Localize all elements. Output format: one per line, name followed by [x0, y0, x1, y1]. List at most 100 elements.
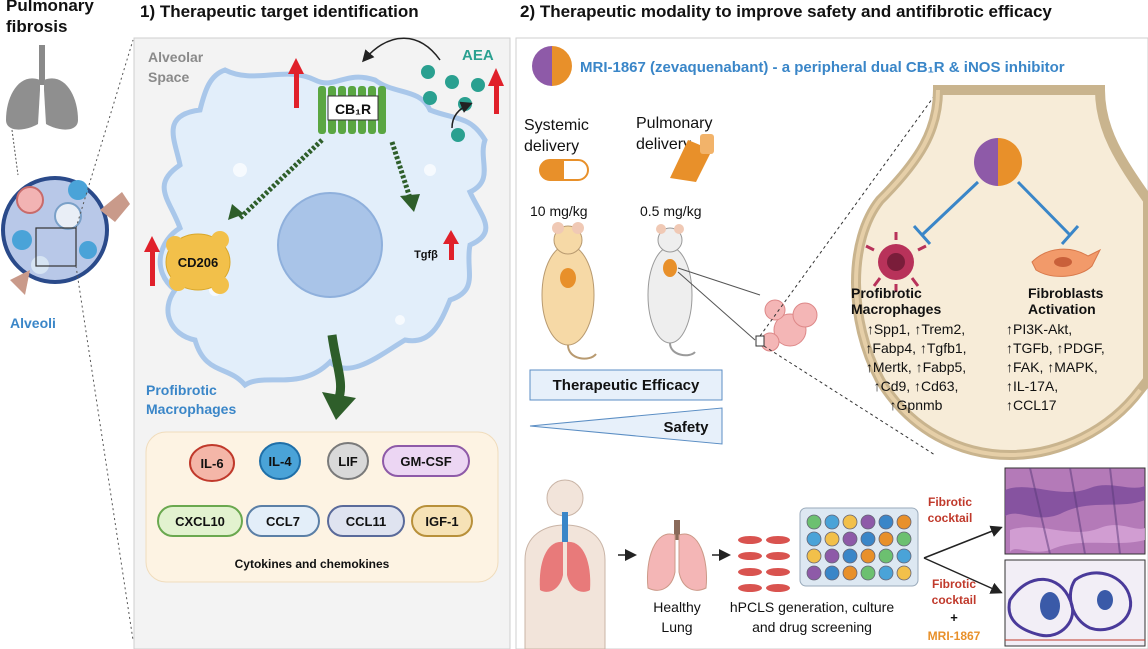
- cytokine-il-4: IL-4: [259, 442, 301, 480]
- cytokine-label: CCL7: [266, 514, 300, 529]
- drug-short-label: MRI-1867: [928, 629, 981, 643]
- up-arrow-aea: [488, 68, 504, 114]
- gene-line: ↑Mertk, ↑Fabp5,: [866, 359, 966, 375]
- mouse-pulmonary-icon: [647, 224, 696, 357]
- panel1-header: 1) Therapeutic target identification: [140, 2, 419, 21]
- arrow-to-treated: [923, 557, 1003, 594]
- aea-label: AEA: [462, 47, 494, 64]
- plate-well: [860, 531, 876, 547]
- gene-line: ↑FAK, ↑MAPK,: [1006, 359, 1098, 375]
- tissue-slice: [738, 536, 762, 544]
- arrow-to-fibrotic: [923, 525, 1003, 559]
- plate-well: [896, 514, 912, 530]
- alveolar-space-label-2: Space: [148, 69, 189, 85]
- efficacy-label: Therapeutic Efficacy: [553, 377, 700, 394]
- plate-well: [860, 565, 876, 581]
- zoom-line-1: [677, 267, 761, 296]
- aea-release-arrow: [451, 101, 473, 129]
- safety-wedge: [529, 407, 723, 445]
- tissue-slice: [766, 584, 790, 592]
- cytokine-badges: IL-6 IL-4 LIF GM-CSF CXCL10 CCL7 CCL11 IGF-1: [157, 442, 473, 537]
- up-arrow-receptor: [288, 58, 304, 108]
- tissue-slice: [738, 568, 762, 576]
- dose-pulmonary: 0.5 mg/kg: [640, 203, 701, 219]
- zoom-line-2: [677, 271, 756, 341]
- cytokine-igf-1: IGF-1: [411, 505, 473, 537]
- tissue-slice: [766, 536, 790, 544]
- plate-well: [860, 514, 876, 530]
- plate-well: [878, 565, 894, 581]
- drug-icon-alveolus: [974, 138, 1022, 186]
- cytokine-label: IL-6: [200, 456, 223, 471]
- gene-line: ↑TGFb, ↑PDGF,: [1006, 340, 1105, 356]
- cytokines-title: Cytokines and chemokines: [235, 557, 390, 571]
- dose-systemic: 10 mg/kg: [530, 203, 588, 219]
- tissue-slices-icon: [738, 536, 790, 592]
- plate-well: [806, 565, 822, 581]
- macrophage-label-2: Macrophages: [146, 401, 236, 417]
- plus-sign: +: [950, 610, 958, 625]
- fibro-title-2: Activation: [1028, 301, 1096, 317]
- cytokine-lif: LIF: [327, 442, 369, 480]
- pulmonary-label-2: delivery: [636, 136, 691, 153]
- macrophage-label: Profibrotic: [146, 382, 217, 398]
- plate-well: [842, 565, 858, 581]
- plate-well: [878, 548, 894, 564]
- plate-well: [824, 531, 840, 547]
- fibroblast-icon: [1031, 248, 1102, 277]
- cb1r-label: CB₁R: [335, 101, 371, 117]
- efficacy-bar: [529, 369, 723, 401]
- cocktail2-label-2: cocktail: [932, 593, 977, 607]
- cytokine-label: CXCL10: [175, 514, 225, 529]
- cytokine-label: IGF-1: [425, 514, 458, 529]
- gene-line: ↑CCL17: [1006, 397, 1057, 413]
- human-body-icon: [524, 479, 606, 649]
- alveoli-cluster-icon: [1, 176, 130, 295]
- cytokine-gm-csf: GM-CSF: [382, 445, 470, 477]
- profibrotic-macrophage-icon: [865, 232, 927, 292]
- gene-line: ↑Cd9, ↑Cd63,: [874, 378, 959, 394]
- inhaler-icon: [670, 134, 714, 182]
- macrophage-nucleus: [277, 192, 383, 298]
- aea-to-receptor-arrow: [362, 37, 441, 63]
- inhibit-line-fibroblast: [1016, 180, 1072, 237]
- cytokine-ccl11: CCL11: [327, 505, 405, 537]
- tissue-slice: [738, 552, 762, 560]
- plate-well: [896, 531, 912, 547]
- gene-line: ↑Spp1, ↑Trem2,: [867, 321, 965, 337]
- macro-title: Profibrotic: [851, 285, 922, 301]
- gene-line: ↑IL-17A,: [1006, 378, 1058, 394]
- plate-well: [878, 531, 894, 547]
- lungs-icon: [6, 45, 78, 130]
- alveolar-space-label: Alveolar: [148, 49, 204, 65]
- cocktail2-label: Fibrotic: [932, 577, 976, 591]
- plate-well: [806, 548, 822, 564]
- plate-well: [896, 548, 912, 564]
- cytokine-ccl7: CCL7: [246, 505, 320, 537]
- plate-well: [896, 565, 912, 581]
- plate-well: [824, 514, 840, 530]
- cocktail1-label-2: cocktail: [928, 511, 973, 525]
- macro-gene-list: ↑Spp1, ↑Trem2, ↑Fabp4, ↑Tgfb1, ↑Mertk, ↑Fa…: [865, 321, 966, 413]
- cytokine-label: IL-4: [268, 454, 292, 469]
- cb1r-receptor: CB₁R: [318, 86, 386, 134]
- cocktail1-label: Fibrotic: [928, 495, 972, 509]
- plate-well: [824, 548, 840, 564]
- plate-well: [824, 565, 840, 581]
- left-column: Pulmonary fibrosis Alveoli: [1, 0, 134, 641]
- cytokine-label: LIF: [338, 454, 358, 469]
- gene-line: ↑Fabp4, ↑Tgfb1,: [865, 340, 966, 356]
- systemic-label: Systemic: [524, 117, 589, 134]
- drug-icon: [532, 46, 572, 86]
- healthy-label: Healthy: [653, 599, 700, 615]
- fibro-gene-list: ↑PI3K-Akt,↑TGFb, ↑PDGF,↑FAK, ↑MAPK,↑IL-1…: [1006, 321, 1105, 413]
- tissue-slice: [738, 584, 762, 592]
- panel2-header: 2) Therapeutic modality to improve safet…: [520, 2, 1052, 21]
- plate-well: [806, 514, 822, 530]
- fibrosis-title: fibrosis: [6, 17, 67, 36]
- safety-label: Safety: [663, 419, 709, 436]
- plate-well: [806, 531, 822, 547]
- mouse-systemic-icon: [541, 222, 597, 360]
